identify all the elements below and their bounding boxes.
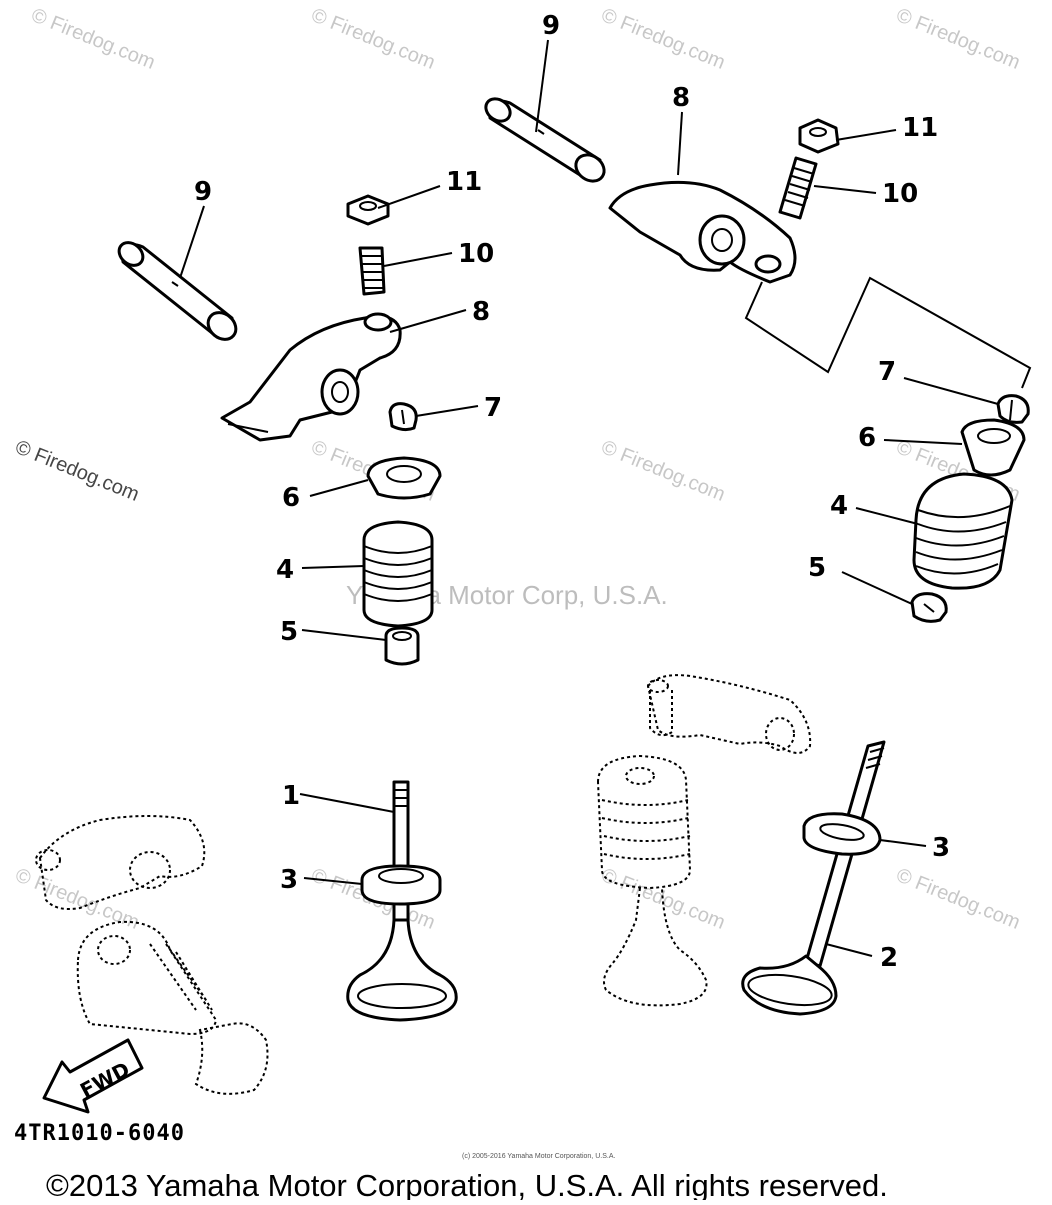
watermark: © Firedog.com (893, 864, 1023, 934)
callout-6: 6 (858, 423, 876, 453)
seal-right (910, 592, 948, 623)
watermark-layer: © Firedog.com © Firedog.com © Firedog.co… (12, 4, 1023, 934)
callout-10: 10 (458, 239, 494, 269)
callout-5: 5 (280, 617, 298, 647)
spring-right (912, 472, 1014, 590)
valve-left (346, 780, 458, 1022)
cotter-left (388, 402, 418, 432)
retainer-left (366, 456, 442, 500)
watermark: © Firedog.com (28, 4, 158, 74)
callout-6: 6 (282, 483, 300, 513)
rocker-reference-right (646, 674, 812, 754)
rocker-arm-left (220, 312, 402, 442)
valve-right (741, 740, 886, 1016)
tiny-notice: (c) 2005-2016 Yamaha Motor Corporation, … (462, 1153, 615, 1160)
diagram-code: 4TR1010-6040 (14, 1121, 185, 1146)
watermark: © Firedog.com (598, 4, 728, 74)
rocker-shaft-right (484, 97, 606, 183)
locknut-right (798, 118, 840, 154)
lifter-reference-left (76, 920, 269, 1095)
callout-3: 3 (280, 865, 298, 895)
adjust-screw-right (778, 156, 818, 220)
callout-3: 3 (932, 833, 950, 863)
watermark: © Firedog.com (308, 4, 438, 74)
watermark: © Firedog.com (12, 436, 142, 506)
rocker-arm-right (608, 180, 797, 284)
watermark: © Firedog.com (12, 864, 142, 934)
bracket-lines-right (744, 276, 1032, 389)
callout-7: 7 (484, 393, 502, 423)
callout-9: 9 (542, 11, 560, 41)
lifter-reference-right (596, 754, 708, 1007)
callout-layer: 9 9 8 8 11 11 10 10 7 7 6 6 4 4 5 5 1 2 … (194, 11, 950, 973)
watermark: © Firedog.com (598, 436, 728, 506)
callout-2: 2 (880, 943, 898, 973)
locknut-left (346, 194, 390, 226)
callout-1: 1 (282, 781, 300, 811)
rocker-reference-left (35, 815, 206, 910)
callout-10: 10 (882, 179, 918, 209)
callout-8: 8 (672, 83, 690, 113)
watermark: © Firedog.com (893, 4, 1023, 74)
spring-left (362, 520, 434, 628)
fwd-arrow: FWD (42, 1038, 144, 1114)
seal-left (384, 626, 420, 666)
retainer-right (960, 418, 1026, 477)
callout-11: 11 (446, 167, 482, 197)
callout-4: 4 (830, 491, 848, 521)
callout-11: 11 (902, 113, 938, 143)
rocker-shaft-left (117, 241, 238, 341)
callout-5: 5 (808, 553, 826, 583)
watermark: © Firedog.com (598, 864, 728, 934)
callout-4: 4 (276, 555, 294, 585)
leader-lines (179, 39, 999, 957)
callout-9: 9 (194, 177, 212, 207)
copyright-notice: ©2013 Yamaha Motor Corporation, U.S.A. A… (46, 1168, 888, 1200)
callout-8: 8 (472, 297, 490, 327)
callout-7: 7 (878, 357, 896, 387)
adjust-screw-left (358, 246, 386, 296)
cotter-right (996, 394, 1030, 424)
